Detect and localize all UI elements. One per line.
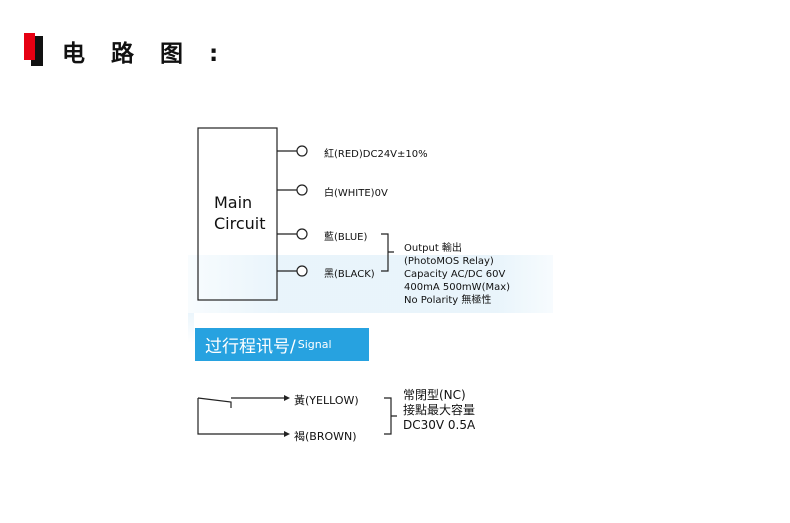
switch-spec-line: 常閉型(NC) [403, 388, 466, 402]
output-spec-line: No Polarity 無極性 [404, 295, 492, 306]
switch-spec-line: 接點最大容量 [403, 403, 476, 417]
switch-contact [197, 397, 232, 408]
blue-terminal [296, 228, 308, 240]
switch-common-wire [197, 398, 284, 435]
main-circuit-line1: Main [214, 193, 253, 212]
main-circuit-label: Main Circuit [214, 192, 266, 234]
switch-spec: 常閉型(NC) 接點最大容量 DC30V 0.5A [403, 388, 475, 433]
main-circuit-box [197, 127, 278, 301]
switch-spec-line: DC30V 0.5A [403, 418, 476, 432]
switch-wire-yellow-label: 黃(YELLOW) [294, 394, 359, 407]
output-spec-line: 400mA 500mW(Max) [404, 282, 511, 293]
brown-arrow [284, 431, 290, 437]
switch-wire-brown-label: 褐(BROWN) [294, 430, 357, 443]
white-terminal [296, 184, 308, 196]
terminal-label-red: 紅(RED)DC24V±10% [324, 149, 428, 160]
terminal-label-blue: 藍(BLUE) [324, 232, 368, 243]
yellow-arrow [284, 395, 290, 401]
output-highlight-band [188, 255, 553, 313]
output-spec-line: Output 輸出 [404, 243, 462, 254]
output-spec-line: Capacity AC/DC 60V [404, 269, 506, 280]
red-terminal [296, 145, 308, 157]
page-title: 电 路 图 : [62, 41, 228, 67]
black-terminal [296, 265, 308, 277]
output-highlight-fade [188, 313, 194, 343]
terminal-label-white: 白(WHITE)0V [324, 188, 388, 199]
terminal-label-black: 黑(BLACK) [324, 269, 375, 280]
output-bracket [381, 233, 394, 272]
output-spec-line: (PhotoMOS Relay) [404, 256, 494, 267]
header-accent-red [24, 33, 35, 60]
main-circuit-line2: Circuit [214, 214, 266, 233]
signal-banner-en: Signal [297, 338, 332, 351]
signal-banner-zh: 过行程讯号/ [205, 337, 296, 357]
output-spec: Output 輸出 (PhotoMOS Relay) Capacity AC/D… [404, 242, 510, 307]
signal-banner: 过行程讯号/ Signal [195, 328, 369, 361]
switch-bracket [384, 397, 397, 435]
